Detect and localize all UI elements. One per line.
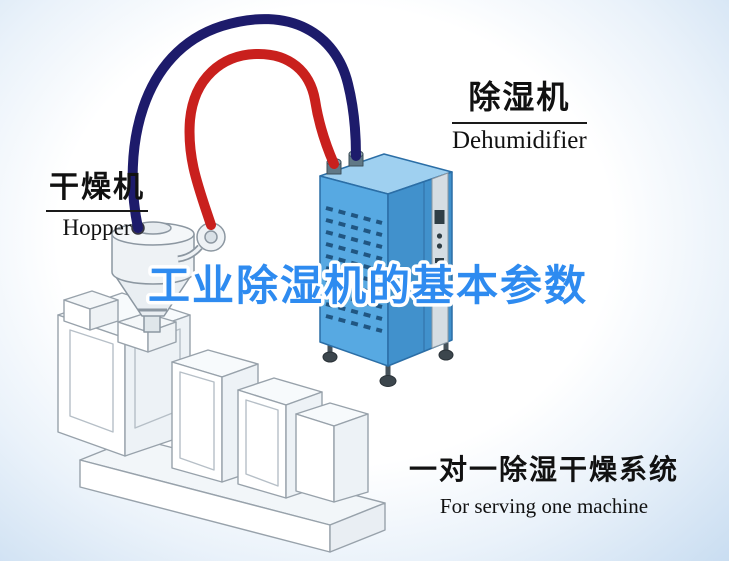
hopper-blower <box>177 222 226 263</box>
pipe-red <box>184 48 339 230</box>
pipe-navy <box>127 14 361 233</box>
hopper-label-en: Hopper <box>62 215 132 240</box>
extruder-illustration <box>57 290 386 553</box>
system-label: 一对一除湿干燥系统 For serving one machine <box>398 448 690 519</box>
hopper-label: 干燥机 Hopper <box>46 162 148 241</box>
dehumidifier-label-en: Dehumidifier <box>452 127 587 154</box>
hopper-illustration <box>111 221 226 333</box>
extruder-module-d <box>295 402 369 503</box>
dehumidifier-label: 除湿机 Dehumidifier <box>452 72 587 155</box>
extruder-base <box>79 437 386 553</box>
extruder-gearbox <box>57 290 191 457</box>
system-label-en: For serving one machine <box>439 494 649 518</box>
system-label-zh: 一对一除湿干燥系统 <box>408 454 679 485</box>
control-panel <box>431 172 449 349</box>
panel-button <box>436 233 443 239</box>
panel-switch <box>435 258 444 263</box>
panel-button <box>436 243 443 249</box>
dehumidifier-illustration <box>319 150 454 387</box>
vent-slots <box>325 206 383 333</box>
dehumidifier-label-zh: 除湿机 <box>452 72 587 124</box>
hopper-label-zh: 干燥机 <box>46 162 148 212</box>
panel-display <box>434 210 445 224</box>
caster-wheels <box>322 340 454 387</box>
